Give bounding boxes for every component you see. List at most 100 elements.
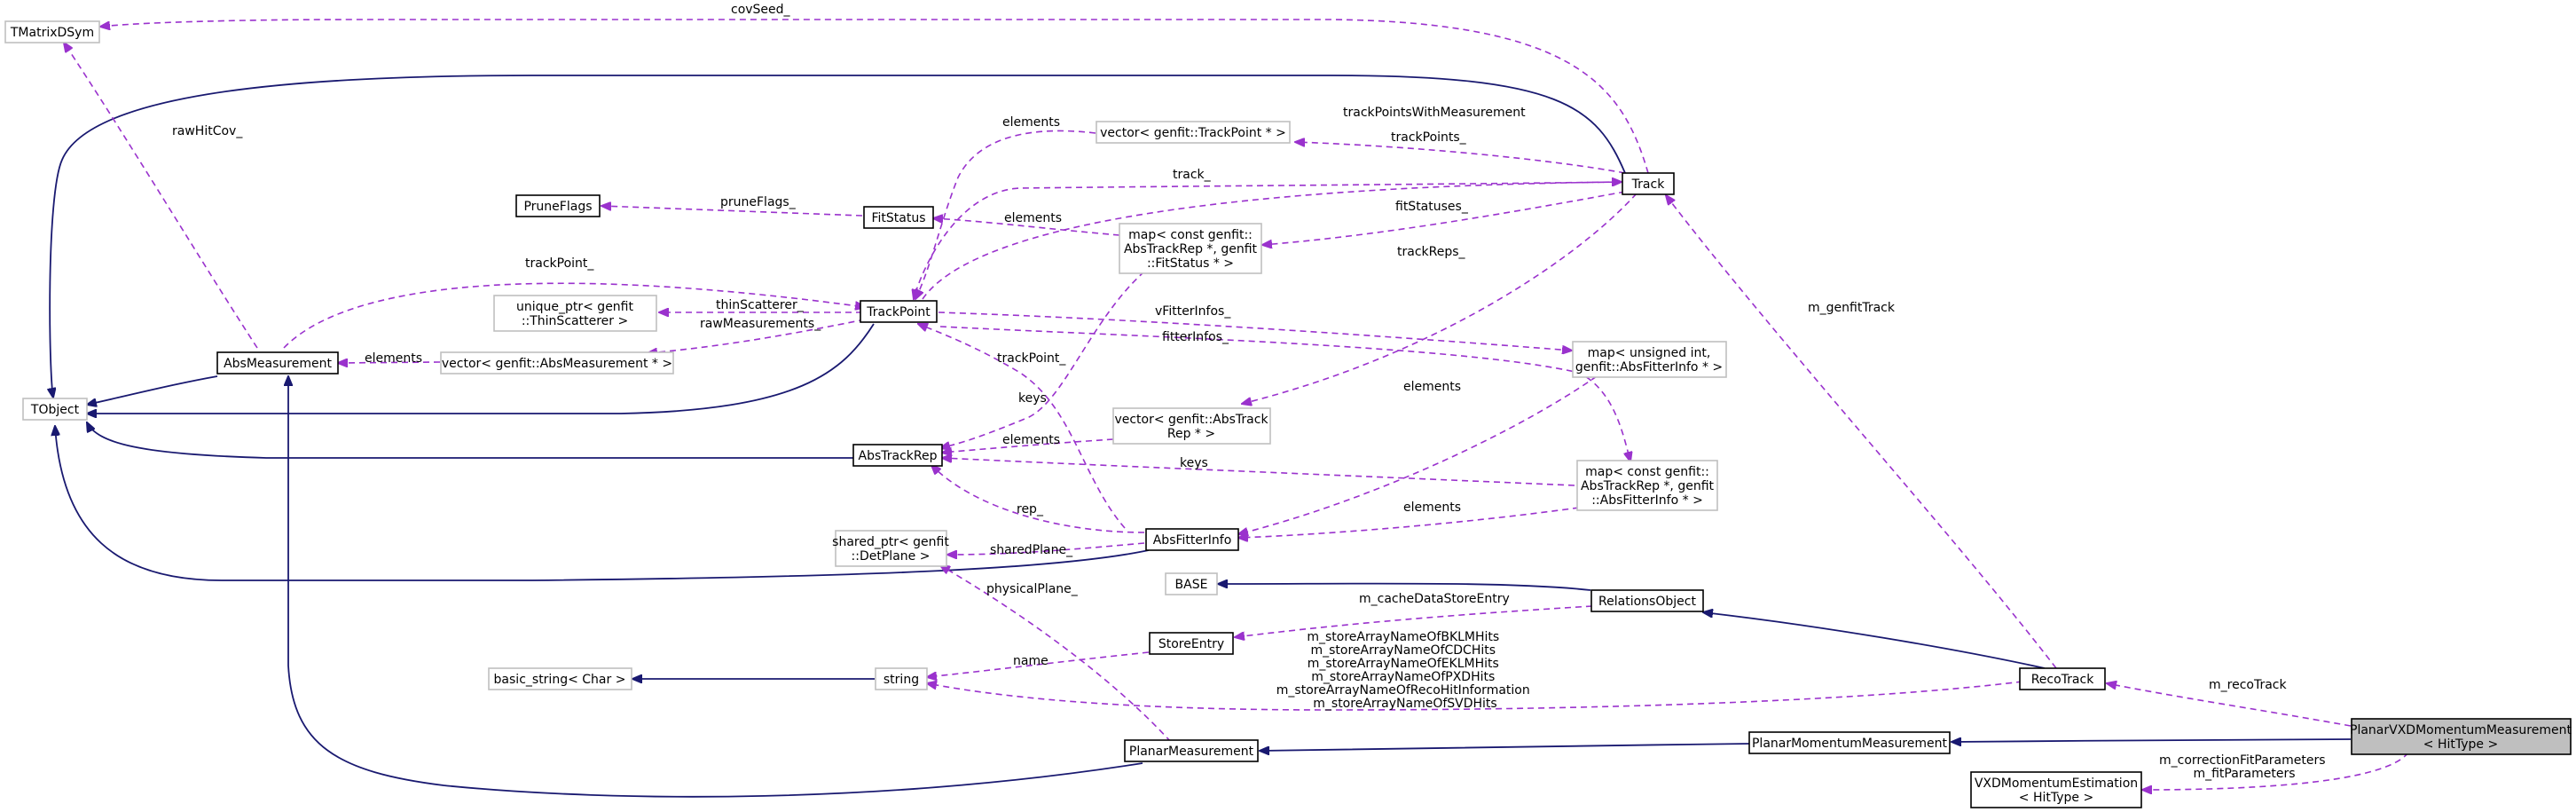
svg-text:StoreEntry: StoreEntry [1158,637,1224,651]
usage-edges [64,19,2409,790]
svg-text:genfit::AbsFitterInfo * >: genfit::AbsFitterInfo * > [1575,360,1723,374]
svg-text:AbsTrackRep: AbsTrackRep [859,449,938,463]
label-physicalplane: physicalPlane_ [986,582,1079,596]
svg-text:TMatrixDSym: TMatrixDSym [10,26,94,40]
edge-trackpoint-vectorabsmeas [648,319,866,353]
node-map-fitstatus[interactable]: map< const genfit:: AbsTrackRep *, genfi… [1119,223,1262,274]
svg-text:Track: Track [1631,177,1666,192]
node-fitstatus[interactable]: FitStatus [863,206,934,229]
label-elements-vtp: elements [1002,115,1060,130]
label-trackreps: trackReps_ [1397,245,1466,259]
label-rawmeasurements: rawMeasurements_ [700,317,821,331]
node-vxdmomentumestimation[interactable]: VXDMomentumEstimation < HitType > [1970,771,2142,808]
label-trackpointswithmeasurement: trackPointsWithMeasurement [1343,106,1526,120]
svg-text:::DetPlane >: ::DetPlane > [852,549,931,564]
svg-text:AbsFitterInfo: AbsFitterInfo [1153,533,1232,548]
node-vector-abstrackrep[interactable]: vector< genfit::AbsTrack Rep * > [1112,407,1271,445]
svg-text:vector< genfit::TrackPoint * >: vector< genfit::TrackPoint * > [1100,126,1286,140]
node-vector-trackpoint[interactable]: vector< genfit::TrackPoint * > [1096,121,1291,144]
node-sharedptr-detplane[interactable]: shared_ptr< genfit ::DetPlane > [832,530,949,567]
node-base[interactable]: BASE [1165,572,1218,595]
label-m-recotrack: m_recoTrack [2209,678,2287,692]
edge-recotrack-string [927,682,2023,711]
svg-text:< HitType >: < HitType > [2423,737,2498,752]
edge-planarmeasurement-absmeasurement [288,376,1143,798]
svg-text:unique_ptr< genfit: unique_ptr< genfit [516,300,634,314]
label-trackpoint-afi: trackPoint_ [997,351,1066,366]
node-planarmeasurement[interactable]: PlanarMeasurement [1124,739,1259,762]
label-m-cachedatastoreentry: m_cacheDataStoreEntry [1359,592,1510,606]
label-fitterinfos: fitterInfos_ [1162,330,1229,344]
edge-vectortrackpoint-trackpoint [915,130,1096,299]
svg-text:BASE: BASE [1175,578,1208,592]
label-m-fitparams: m_correctionFitParameters m_fitParameter… [2159,753,2329,781]
node-map-uint-fitterinfo[interactable]: map< unsigned int, genfit::AbsFitterInfo… [1572,341,1727,378]
edge-planarvxd-planarmomentum [1952,739,2352,742]
svg-text:PlanarMomentumMeasurement: PlanarMomentumMeasurement [1752,737,1948,751]
node-tmatrixdsym[interactable]: TMatrixDSym [4,20,100,43]
edge-absmeasurement-tobject [87,375,218,405]
edge-track-vectortrackpoint [1295,142,1626,174]
node-uniqueptr-thinscatterer[interactable]: unique_ptr< genfit ::ThinScatterer > [493,295,657,332]
node-absfitterinfo[interactable]: AbsFitterInfo [1145,528,1239,551]
edge-planarvxd-recotrack [2107,683,2352,727]
label-keys-mfs: keys [1018,391,1047,406]
edge-absfitterinfo-abstrackrep [931,465,1145,533]
svg-text:FitStatus: FitStatus [871,211,925,225]
node-pruneflags[interactable]: PruneFlags [515,194,601,217]
edge-mapreffitterinfo-absfitterinfo [1238,507,1580,538]
svg-text:RelationsObject: RelationsObject [1598,595,1696,609]
node-vector-absmeasurement[interactable]: vector< genfit::AbsMeasurement * > [440,351,674,374]
svg-text:string: string [884,673,919,687]
node-track[interactable]: Track [1622,172,1675,195]
label-m-storearrays: m_storeArrayNameOfBKLMHits m_storeArrayN… [1276,630,1534,711]
svg-text:vector< genfit::AbsMeasurement: vector< genfit::AbsMeasurement * > [442,357,672,371]
svg-text:TrackPoint: TrackPoint [866,305,931,319]
inheritance-edges [50,75,2352,798]
edge-absfitterinfo-sharedptr [947,542,1145,555]
node-map-rep-fitterinfo[interactable]: map< const genfit:: AbsTrackRep *, genfi… [1576,460,1718,511]
node-basic-string[interactable]: basic_string< Char > [488,667,632,690]
label-trackpoints: trackPoints_ [1391,130,1467,145]
label-elements-vatr: elements [1002,433,1060,447]
node-planarmomentummeasurement[interactable]: PlanarMomentumMeasurement [1748,731,1951,754]
edge-absfitterinfo-trackpoint [918,324,1126,529]
edge-recotrack-relationsobject [1703,612,2046,669]
svg-text:::ThinScatterer >: ::ThinScatterer > [522,314,628,328]
svg-text:PlanarVXDMomentumMeasurement: PlanarVXDMomentumMeasurement [2350,723,2572,737]
label-fitstatuses: fitStatuses_ [1395,200,1469,214]
svg-text:Rep * >: Rep * > [1167,427,1215,441]
label-m-genfittrack: m_genfitTrack [1808,301,1896,315]
label-elements-mufi: elements [1403,380,1461,394]
svg-text:VXDMomentumEstimation: VXDMomentumEstimation [1975,777,2138,791]
label-rep: rep_ [1017,502,1044,516]
svg-text:AbsTrackRep *, genfit: AbsTrackRep *, genfit [1124,242,1258,256]
node-absmeasurement[interactable]: AbsMeasurement [216,351,339,374]
node-trackpoint[interactable]: TrackPoint [860,300,938,323]
node-storeentry[interactable]: StoreEntry [1149,632,1234,655]
node-recotrack[interactable]: RecoTrack [2019,667,2106,690]
edge-recotrack-track [1666,195,2057,669]
svg-text:map< const genfit::: map< const genfit:: [1128,228,1253,242]
edge-planarvxd-vxdmomentum [2142,752,2409,790]
label-covseed: covSeed_ [731,3,791,17]
edge-trackpoint-mapuintfitterinfo [938,311,1572,351]
edge-mapfitstatus-fitstatus [933,218,1120,236]
node-tobject[interactable]: TObject [22,398,88,421]
label-rawhitcov: rawHitCov_ [172,124,243,138]
node-planarvxdmomentummeasurement[interactable]: PlanarVXDMomentumMeasurement < HitType > [2350,718,2572,755]
edge-track-tmatrixdsym [100,19,1649,174]
edge-trackpoint-tobject [87,323,875,414]
node-string[interactable]: string [875,667,928,690]
label-elements-mfs: elements [1004,211,1062,225]
svg-text:map< unsigned int,: map< unsigned int, [1588,346,1711,360]
svg-text:RecoTrack: RecoTrack [2031,673,2095,687]
edge-absmeasurement-tmatrixdsym [64,43,258,349]
svg-text:< HitType >: < HitType > [2019,791,2093,805]
svg-text:AbsTrackRep *, genfit: AbsTrackRep *, genfit [1581,479,1715,493]
label-sharedplane: sharedPlane_ [990,543,1073,557]
node-relationsobject[interactable]: RelationsObject [1590,589,1704,612]
node-abstrackrep[interactable]: AbsTrackRep [852,444,943,467]
label-track: track_ [1173,168,1212,182]
label-keys-mrfi: keys [1180,456,1208,470]
